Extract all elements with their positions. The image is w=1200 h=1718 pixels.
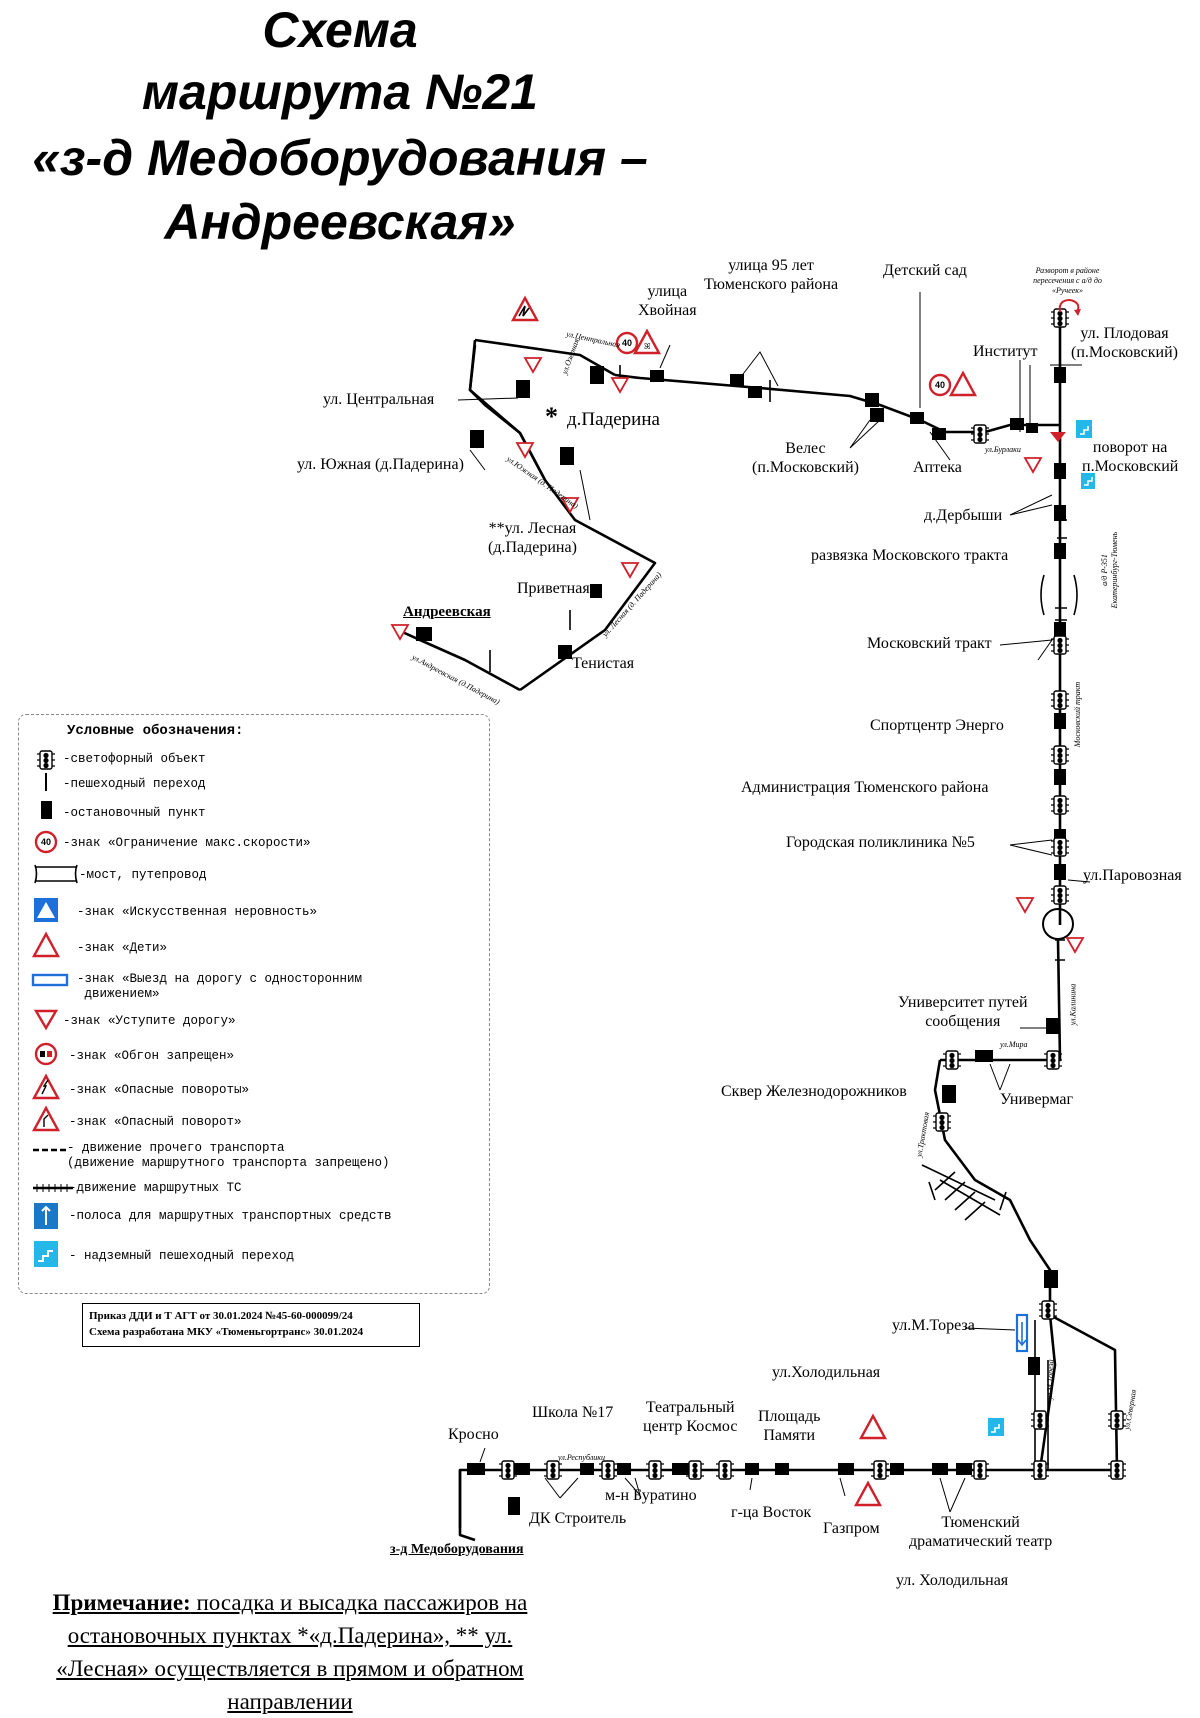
stop-ul-plodovaya: ул. Плодовая (п.Московский) [1071,325,1178,361]
legend-item-overpass: - надземный пешеходный переход [69,1249,295,1263]
stop-detsky-sad: Детский сад [883,262,967,279]
order-line-2: Схема разработана МКУ «Тюменьгортранс» 3… [89,1326,364,1338]
pedestrian-crossing-icon [45,773,47,791]
stop-shkola-17: Школа №17 [532,1404,614,1421]
street-burlaki: ул.Бурлаки [985,445,1021,454]
svg-text:40: 40 [41,837,51,847]
stop-ul-m-toreza: ул.М.Тореза [892,1317,975,1334]
stop-mn-buratino: м-н Буратино [605,1487,697,1504]
note-label: Примечание: [52,1590,191,1615]
other-traffic-line-icon [33,1148,69,1152]
legend-item-curves: -знак «Опасные повороты» [69,1083,250,1097]
no-overtaking-icon [34,1042,58,1066]
note: Примечание: посадка и высадка пассажиров… [20,1586,560,1718]
stop-ulitsa-95-let: улица 95 лет Тюменского района [704,257,839,293]
title-line-3: «з-д Медоборудования – [32,130,648,186]
legend-item-bridge: -мост, путепровод [79,868,207,882]
stop-tenistaya: Тенистая [572,655,635,672]
stop-ul-kholodilnaya-bottom: ул. Холодильная [896,1572,1009,1589]
stop-ul-tsentralnaya: ул. Центральная [323,391,435,408]
legend-item-crossing: -пешеходный переход [63,777,206,791]
u-turn-note: Разворот в районе пересечения с а/д до «… [1033,266,1102,295]
bridge-icon [34,864,78,884]
stop-apteka: Аптека [913,459,962,476]
stop-ul-yuzhnaya: ул. Южная (д.Падерина) [297,456,464,473]
stop-icon [41,801,52,819]
stop-povorot: поворот на п.Московский [1082,439,1179,475]
stop-zd-medoborudovaniya: з-д Медоборудования [390,1542,524,1557]
legend-item-bus-lane: -полоса для маршрутных транспортных сред… [69,1209,392,1223]
legend-box: Условные обозначения: -светофорный объек… [18,714,490,1294]
street-kalinina: ул.Калинина [1068,983,1078,1026]
stop-ulitsa-khvoynaya: улица Хвойная [638,283,697,319]
yield-sign-icon [33,1009,59,1031]
stop-gazprom: Газпром [823,1520,880,1537]
svg-text:*: * [545,402,558,431]
overpass-icon [34,1241,58,1267]
order-box: Приказ ДДИ и Т АГТ от 30.01.2024 №45-60-… [82,1303,420,1347]
legend-item-bump: -знак «Искусственная неровность» [77,905,318,919]
legend-item-curve: -знак «Опасный поворот» [69,1115,242,1129]
stop-privetnaya: Приветная [517,580,590,597]
speed-limit-icon: 40 [34,830,58,854]
title-line-1: Схема [262,2,418,58]
stop-ul-lesnaya: **ул. Лесная (д.Падерина) [488,520,577,556]
stop-univermag: Универмаг [1000,1091,1074,1108]
order-line-1: Приказ ДДИ и Т АГТ от 30.01.2024 №45-60-… [89,1310,353,1322]
stop-razvyazka: развязка Московского тракта [811,547,1009,564]
legend-item-yield: -знак «Уступите дорогу» [63,1014,236,1028]
speed-limit-label-2: 40 [935,380,945,390]
stop-ul-parovoznaya: ул.Паровозная [1083,867,1182,884]
street-ad-r351: а/д Р-351 Екатеринбург-Тюмень [1100,531,1119,609]
street-mira: ул.Мира [1000,1040,1028,1049]
stop-krosno: Кросно [448,1426,499,1443]
stop-d-paderina: д.Падерина [567,409,660,430]
title-line-2: маршрута №21 [142,64,538,120]
stop-skver: Сквер Железнодорожников [721,1083,907,1100]
dangerous-curve-icon [31,1105,61,1132]
legend-item-stop: -остановочный пункт [63,806,206,820]
stop-institut: Институт [973,343,1038,360]
children-sign-icon [31,931,61,958]
legend-item-one-way: -знак «Выезд на дорогу с односторонним д… [77,972,363,1001]
street-respubliki: ул.Республики [558,1453,606,1462]
legend-item-children: -знак «Дети» [77,941,168,955]
legend-item-other-traffic: - движение прочего транспорта (движение … [67,1141,390,1170]
bus-lane-icon [34,1203,58,1229]
stop-andreevskaya: Андреевская [403,604,491,620]
stop-moskovsky-trakt: Московский тракт [867,635,992,652]
stop-ul-kholodilnaya-top: ул.Холодильная [772,1364,881,1381]
stop-universitet: Университет путей сообщения [898,994,1028,1030]
stop-administratsiya: Администрация Тюменского района [741,779,989,796]
legend-item-no-overtaking: -знак «Обгон запрещен» [69,1049,235,1063]
street-moskovsky-trakt: Московский тракт [1073,681,1083,748]
stop-dram-teatr: Тюменский драматический театр [909,1514,1053,1550]
speed-bump-icon [34,898,58,922]
one-way-exit-icon [31,973,69,987]
stop-sportcentr: Спортцентр Энерго [870,717,1004,734]
note-text: посадка и высадка пассажиров на останово… [56,1590,528,1714]
title-line-4: Андреевская» [164,194,516,250]
legend-item-route-traffic: -движение маршрутных ТС [69,1181,242,1195]
stop-gts-vostok: г-ца Восток [731,1504,812,1521]
stop-ploshchad-pamyati: Площадь Памяти [758,1408,821,1444]
stop-veles: Велес (п.Московский) [752,440,859,476]
legend-item-speed: -знак «Ограничение макс.скорости» [63,836,311,850]
dangerous-curves-icon [31,1073,61,1100]
stop-d-derbyshi: д.Дербыши [924,507,1003,524]
route-traffic-line-icon [33,1184,73,1192]
speed-limit-label-1: 40 [622,338,632,348]
legend-item-traffic-light: -светофорный объект [63,752,206,766]
stop-dk-stroitel: ДК Строитель [529,1510,627,1527]
street-m-toreza: ул.М.Тореза [1044,1359,1056,1400]
svg-text:ꕤ: ꕤ [644,342,651,351]
legend-title: Условные обозначения: [67,723,244,739]
stop-poliklinika: Городская поликлиника №5 [786,834,975,851]
stop-teatralny: Театральный центр Космос [643,1399,738,1435]
